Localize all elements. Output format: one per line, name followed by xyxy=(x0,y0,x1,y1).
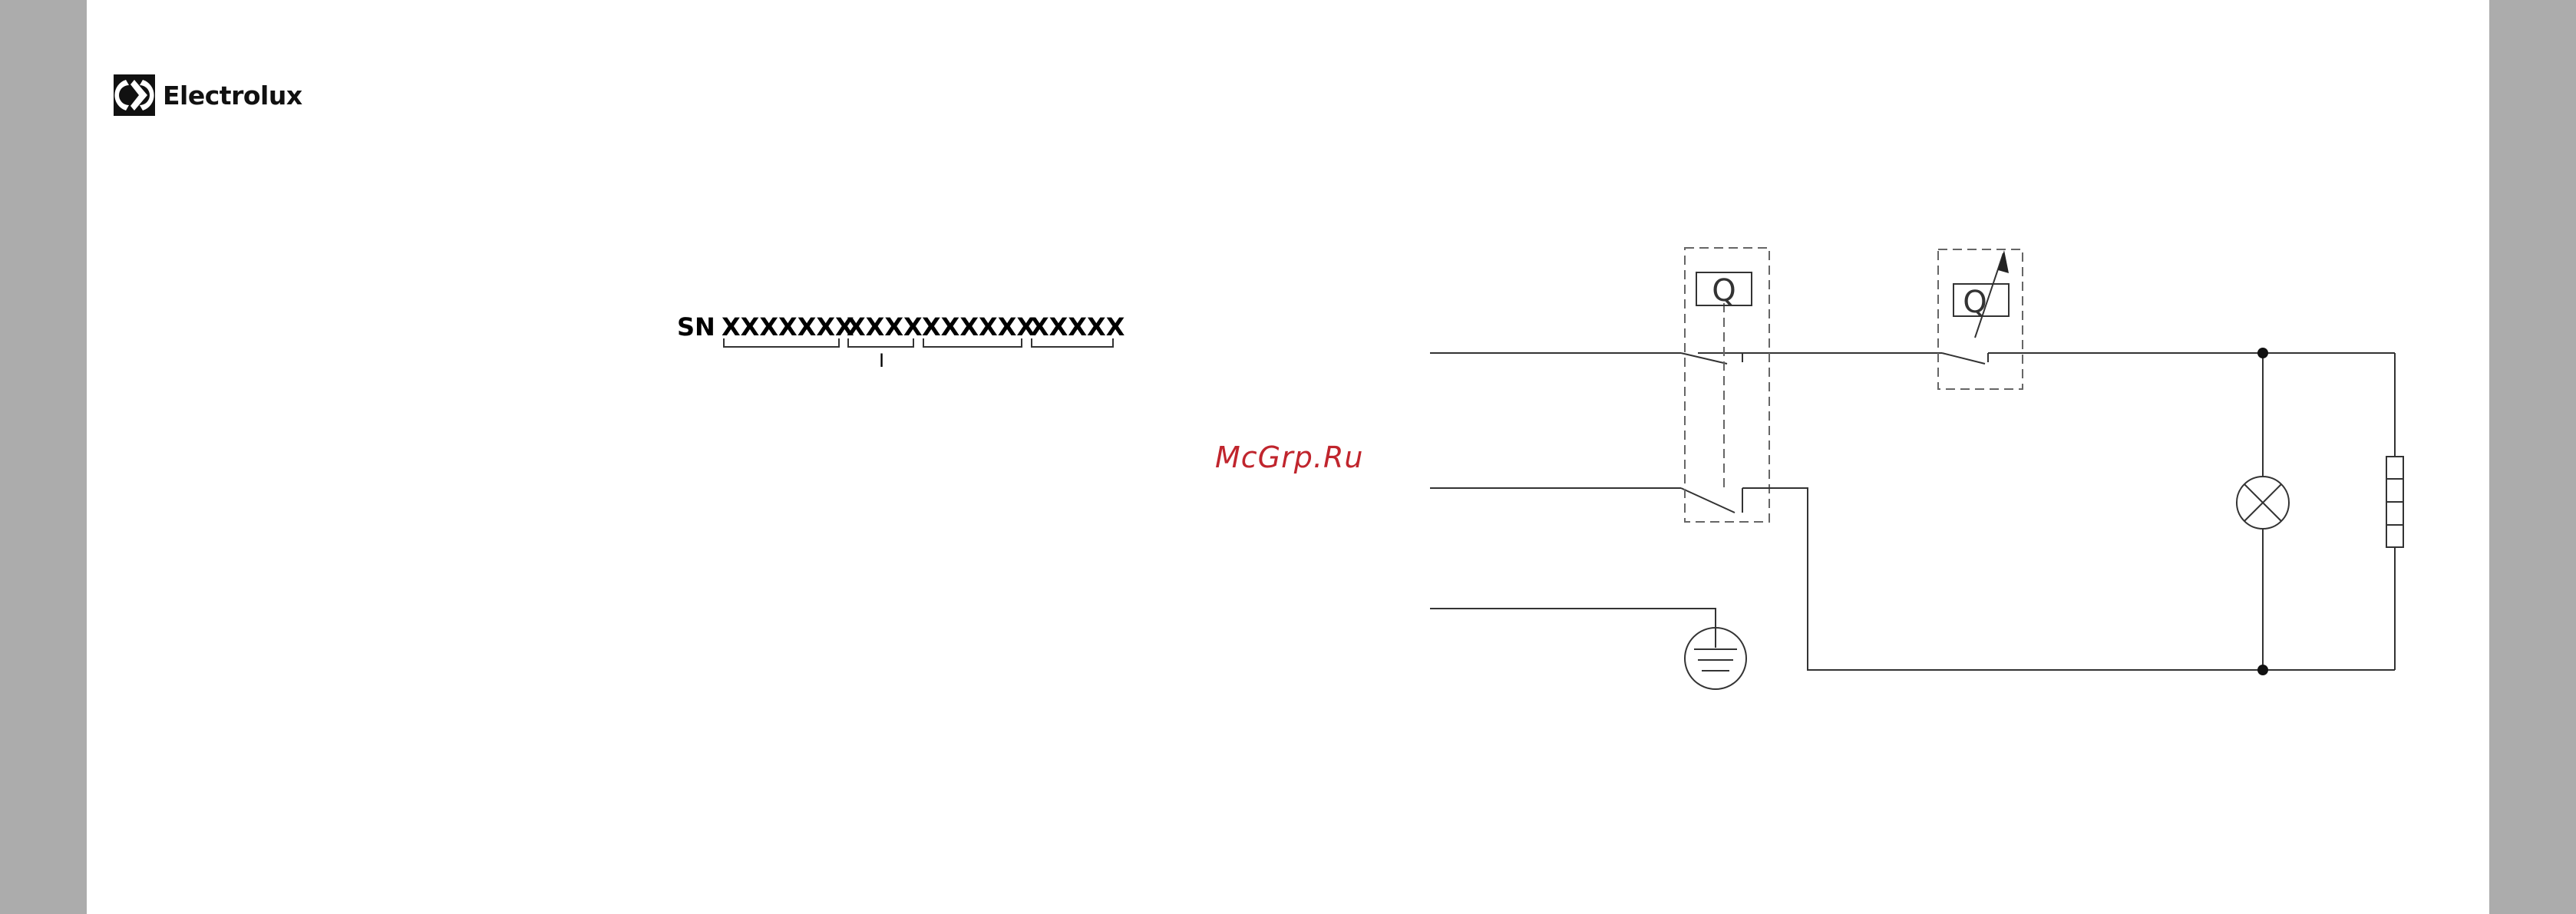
wire-earth xyxy=(1430,609,1716,628)
serial-marker: I xyxy=(879,350,884,371)
wire-neutral-return xyxy=(1742,488,2395,670)
serial-prefix: SN xyxy=(677,312,715,342)
adjustable-contact xyxy=(1942,353,1985,364)
junction-top xyxy=(2257,348,2268,358)
thermostat-contact-top xyxy=(1681,353,1727,364)
serial-group-4: XXXXX xyxy=(1030,312,1125,342)
serial-group-3: XXXXXX xyxy=(922,312,1035,342)
thermostat-label: Q xyxy=(1712,273,1735,309)
adjustable-arrow-icon xyxy=(1998,250,2009,273)
serial-group-2: XXXX xyxy=(847,312,923,342)
watermark-text: McGrp.Ru xyxy=(1215,441,1363,474)
serial-group-1: XXXXXXX xyxy=(722,312,854,342)
thermostat-contact-bottom xyxy=(1681,488,1735,513)
junction-bottom xyxy=(2257,665,2268,675)
